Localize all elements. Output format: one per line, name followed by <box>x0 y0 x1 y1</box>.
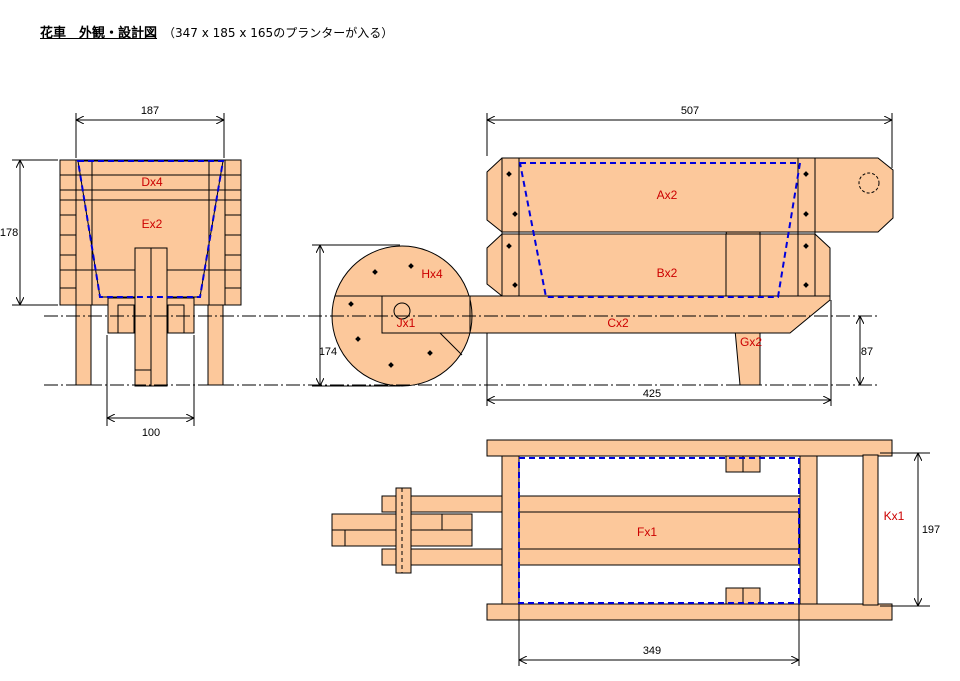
dim-top-width: 197 <box>922 524 940 536</box>
page-title: 花車 外観・設計図 （347 x 185 x 165のプランターが入る） <box>40 22 393 41</box>
dimension-lines <box>12 113 930 666</box>
side-screws <box>506 171 809 288</box>
front-post-right <box>224 159 242 306</box>
dim-side-length: 507 <box>681 105 699 117</box>
dim-front-width: 187 <box>141 105 159 117</box>
title-sub: （347 x 185 x 165のプランターが入る） <box>163 26 394 40</box>
top-bottom-f <box>518 511 800 550</box>
part-label-j: Jx1 <box>397 316 416 330</box>
top-post-left <box>501 455 520 605</box>
front-leg-right <box>207 304 224 386</box>
top-handle-lower <box>381 548 803 566</box>
top-end-k <box>862 454 879 606</box>
front-leg-left <box>75 304 92 386</box>
side-panel-b <box>486 233 831 297</box>
part-label-k: Kx1 <box>884 509 905 523</box>
dim-front-height: 178 <box>0 227 18 239</box>
side-panel-a <box>486 157 894 233</box>
part-label-g: Gx2 <box>740 335 762 349</box>
top-handle-upper <box>381 495 803 513</box>
top-view <box>331 439 893 621</box>
top-axle-j <box>395 487 412 574</box>
front-view <box>59 159 242 387</box>
top-rail-upper <box>486 439 893 457</box>
dim-wheel-diameter: 174 <box>319 346 337 358</box>
part-label-b: Bx2 <box>657 266 678 280</box>
part-label-d: Dx4 <box>141 175 163 189</box>
part-label-h: Hx4 <box>421 267 443 281</box>
dim-top-inner-length: 349 <box>643 645 661 657</box>
part-label-a: Ax2 <box>657 188 678 202</box>
part-label-f: Fx1 <box>637 525 657 539</box>
front-post-left <box>59 159 77 306</box>
dim-front-wheel-span: 100 <box>142 427 160 439</box>
part-label-e: Ex2 <box>142 217 163 231</box>
top-post-right <box>799 455 818 605</box>
top-rail-lower <box>486 603 893 621</box>
side-view <box>331 157 894 387</box>
dim-side-base-length: 425 <box>643 388 661 400</box>
part-label-c: Cx2 <box>607 316 629 330</box>
title-main: 花車 外観・設計図 <box>40 26 158 41</box>
center-lines <box>44 315 880 386</box>
dim-axle-height: 87 <box>861 346 873 358</box>
